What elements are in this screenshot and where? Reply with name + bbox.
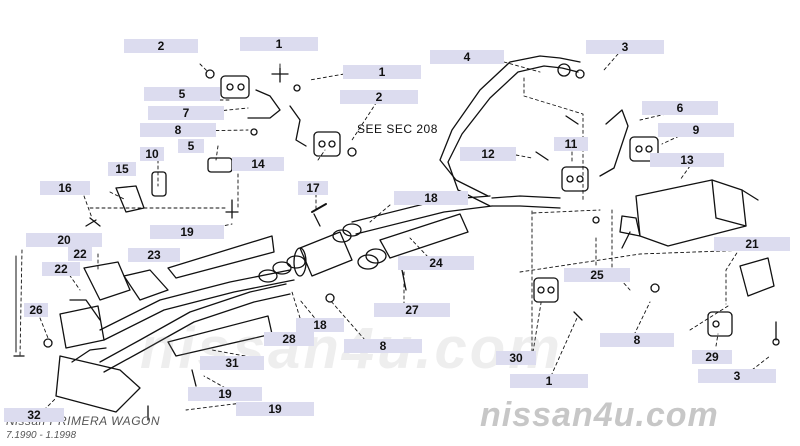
part-callout[interactable]: 5	[178, 139, 204, 153]
part-callout[interactable]: 19	[150, 225, 224, 239]
part-callout[interactable]: 13	[650, 153, 724, 167]
part-callout[interactable]: 22	[68, 247, 92, 261]
part-callout[interactable]: 30	[496, 351, 536, 365]
part-callout[interactable]: 2	[124, 39, 198, 53]
part-callout[interactable]: 3	[586, 40, 664, 54]
catalytic-converter	[123, 231, 353, 301]
part-callout[interactable]: 28	[264, 332, 314, 346]
part-callout[interactable]: 5	[144, 87, 220, 101]
part-callout[interactable]: 14	[232, 157, 284, 171]
see-section-note: SEE SEC 208	[357, 122, 438, 136]
rubber-hangers	[151, 75, 733, 337]
part-callout[interactable]: 31	[200, 356, 264, 370]
part-callout[interactable]: 17	[298, 181, 328, 195]
front-pipes	[69, 269, 295, 373]
part-callout[interactable]: 1	[240, 37, 318, 51]
part-callout[interactable]: 19	[188, 387, 262, 401]
part-callout[interactable]: 10	[140, 147, 164, 161]
part-callout[interactable]: 18	[394, 191, 468, 205]
part-callout[interactable]: 25	[564, 268, 630, 282]
part-callout[interactable]: 24	[398, 256, 474, 270]
muffler	[619, 179, 759, 249]
part-callout[interactable]: 26	[24, 303, 48, 317]
part-callout[interactable]: 18	[296, 318, 344, 332]
stud	[311, 203, 327, 213]
part-callout[interactable]: 8	[600, 333, 674, 347]
flanges-gaskets	[258, 223, 387, 283]
part-callout[interactable]: 8	[140, 123, 216, 137]
part-callout[interactable]: 20	[26, 233, 102, 247]
part-callout[interactable]: 2	[340, 90, 418, 104]
part-callout[interactable]: 4	[430, 50, 504, 64]
part-callout[interactable]: 16	[40, 181, 90, 195]
part-callout[interactable]: 27	[374, 303, 450, 317]
part-callout[interactable]: 9	[658, 123, 734, 137]
part-callout[interactable]: 11	[554, 137, 588, 151]
brackets	[115, 89, 775, 297]
part-callout[interactable]: 1	[510, 374, 588, 388]
part-callout[interactable]: 22	[42, 262, 80, 276]
production-dates: 7.1990 - 1.1998	[6, 430, 77, 441]
part-callout[interactable]: 19	[236, 402, 314, 416]
bolts	[13, 67, 777, 421]
part-callout[interactable]: 23	[128, 248, 180, 262]
part-callout[interactable]: 21	[714, 237, 790, 251]
rear-pipe	[439, 55, 581, 209]
part-callout[interactable]: 3	[698, 369, 776, 383]
part-callout[interactable]: 8	[344, 339, 422, 353]
part-callout[interactable]: 6	[642, 101, 718, 115]
part-callout[interactable]: 12	[460, 147, 516, 161]
watermark-corner: nissan4u.com	[480, 396, 719, 434]
part-callout[interactable]: 7	[148, 106, 224, 120]
part-callout[interactable]: 15	[108, 162, 136, 176]
part-callout[interactable]: 29	[692, 350, 732, 364]
part-callout[interactable]: 32	[4, 408, 64, 422]
part-callout[interactable]: 1	[343, 65, 421, 79]
